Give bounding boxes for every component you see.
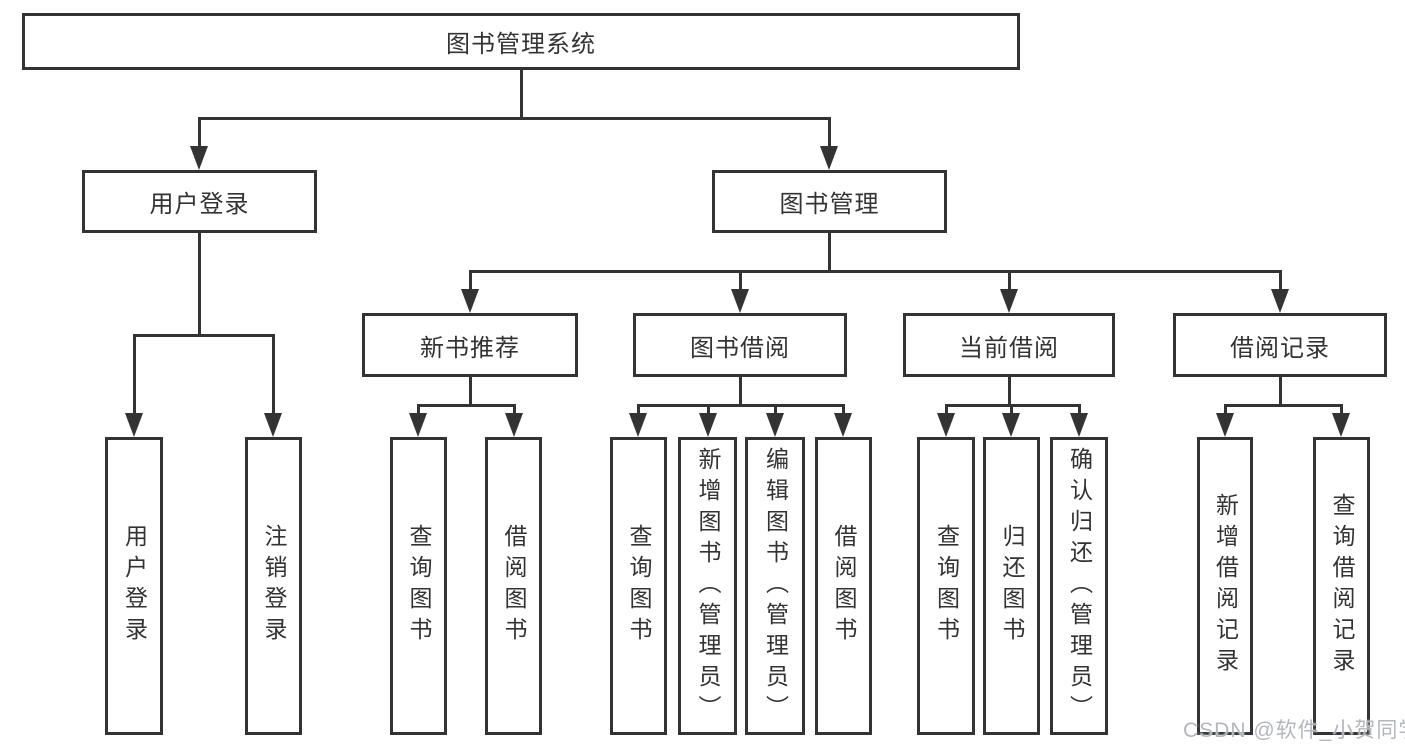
connector [469, 270, 1282, 273]
node-user-login: 用户登录 [82, 170, 317, 233]
connector [272, 334, 275, 416]
node-book-borrowing: 图书借阅 [633, 313, 847, 377]
connector [1224, 404, 1227, 416]
arrowhead-icon [409, 413, 427, 437]
node-label: 查询图书 [406, 524, 432, 648]
node-label: 图书管理系统 [446, 31, 596, 58]
connector [945, 404, 1081, 407]
node-label: 新书推荐 [420, 334, 520, 362]
leaf-logout: 注销登录 [245, 437, 302, 735]
connector [198, 117, 201, 149]
arrowhead-icon [461, 289, 479, 313]
connector [133, 334, 136, 416]
node-label: 图书管理 [779, 191, 880, 218]
connector [1010, 404, 1013, 416]
arrowhead-icon [1000, 289, 1018, 313]
connector [520, 69, 523, 119]
node-label: 归还图书 [999, 524, 1025, 648]
node-label: 借阅图书 [831, 524, 857, 648]
connector [945, 404, 948, 416]
arrowhead-icon [1070, 413, 1088, 437]
arrowhead-icon [1002, 413, 1020, 437]
leaf-query-borrow-record: 查询借阅记录 [1313, 437, 1370, 735]
node-borrowing-records: 借阅记录 [1173, 313, 1387, 377]
arrowhead-icon [629, 413, 647, 437]
connector [842, 404, 845, 416]
leaf-query-books-borrowing: 查询图书 [610, 437, 667, 735]
leaf-user-login: 用户登录 [105, 437, 163, 735]
node-label: 图书借阅 [690, 334, 790, 362]
connector [828, 233, 831, 272]
arrowhead-icon [505, 413, 523, 437]
leaf-confirm-return-admin: 确认归还（管理员） [1050, 437, 1108, 735]
arrowhead-icon [731, 289, 749, 313]
node-label: 查询图书 [933, 524, 960, 648]
node-label: 新增借阅记录 [1212, 493, 1239, 679]
connector [1279, 270, 1282, 292]
arrowhead-icon [699, 413, 717, 437]
connector [513, 404, 516, 416]
node-new-book-recommendation: 新书推荐 [362, 313, 578, 377]
connector [739, 270, 742, 292]
node-label: 注销登录 [261, 524, 287, 648]
connector [1008, 377, 1011, 407]
node-label: 用户登录 [149, 191, 250, 218]
connector [1224, 404, 1343, 407]
leaf-add-book-admin: 新增图书（管理员） [678, 437, 737, 735]
leaf-edit-book-admin: 编辑图书（管理员） [745, 437, 805, 735]
arrowhead-icon [766, 413, 784, 437]
arrowhead-icon [937, 413, 955, 437]
leaf-add-borrow-record: 新增借阅记录 [1197, 437, 1253, 735]
node-book-management: 图书管理 [712, 170, 947, 233]
node-label: 借阅记录 [1230, 334, 1330, 362]
leaf-query-books-recommend: 查询图书 [390, 437, 447, 735]
connector [707, 404, 710, 416]
arrowhead-icon [1216, 413, 1234, 437]
connector [469, 270, 472, 292]
node-label: 借阅图书 [501, 524, 527, 648]
arrowhead-icon [190, 146, 208, 170]
connector [637, 404, 640, 416]
node-label: 查询图书 [626, 524, 652, 648]
arrowhead-icon [834, 413, 852, 437]
leaf-return-books: 归还图书 [983, 437, 1040, 735]
node-label: 当前借阅 [959, 334, 1059, 362]
connector [828, 117, 831, 149]
connector [133, 334, 275, 337]
connector [1279, 377, 1282, 407]
leaf-borrow-books-borrowing: 借阅图书 [815, 437, 872, 735]
node-label: 新增图书（管理员） [695, 446, 721, 726]
arrowhead-icon [1332, 413, 1350, 437]
leaf-borrow-books-recommend: 借阅图书 [485, 437, 542, 735]
connector [1340, 404, 1343, 416]
node-label: 用户登录 [121, 524, 148, 648]
connector [198, 117, 831, 120]
connector [1008, 270, 1011, 292]
csdn-watermark: CSDN @软件_小贺同学 [1183, 719, 1405, 742]
node-current-borrowing: 当前借阅 [903, 313, 1115, 377]
arrowhead-icon [125, 413, 143, 437]
arrowhead-icon [820, 146, 838, 170]
node-label: 确认归还（管理员） [1066, 446, 1093, 726]
connector [469, 377, 472, 407]
connector [774, 404, 777, 416]
connector [417, 404, 516, 407]
node-label: 查询借阅记录 [1329, 493, 1355, 679]
connector [417, 404, 420, 416]
arrowhead-icon [264, 413, 282, 437]
node-library-management-system: 图书管理系统 [22, 13, 1020, 70]
connector [1078, 404, 1081, 416]
leaf-query-books-current: 查询图书 [917, 437, 975, 735]
connector [198, 233, 201, 336]
connector [637, 404, 845, 407]
connector [739, 377, 742, 407]
node-label: 编辑图书（管理员） [762, 446, 789, 726]
arrowhead-icon [1271, 289, 1289, 313]
